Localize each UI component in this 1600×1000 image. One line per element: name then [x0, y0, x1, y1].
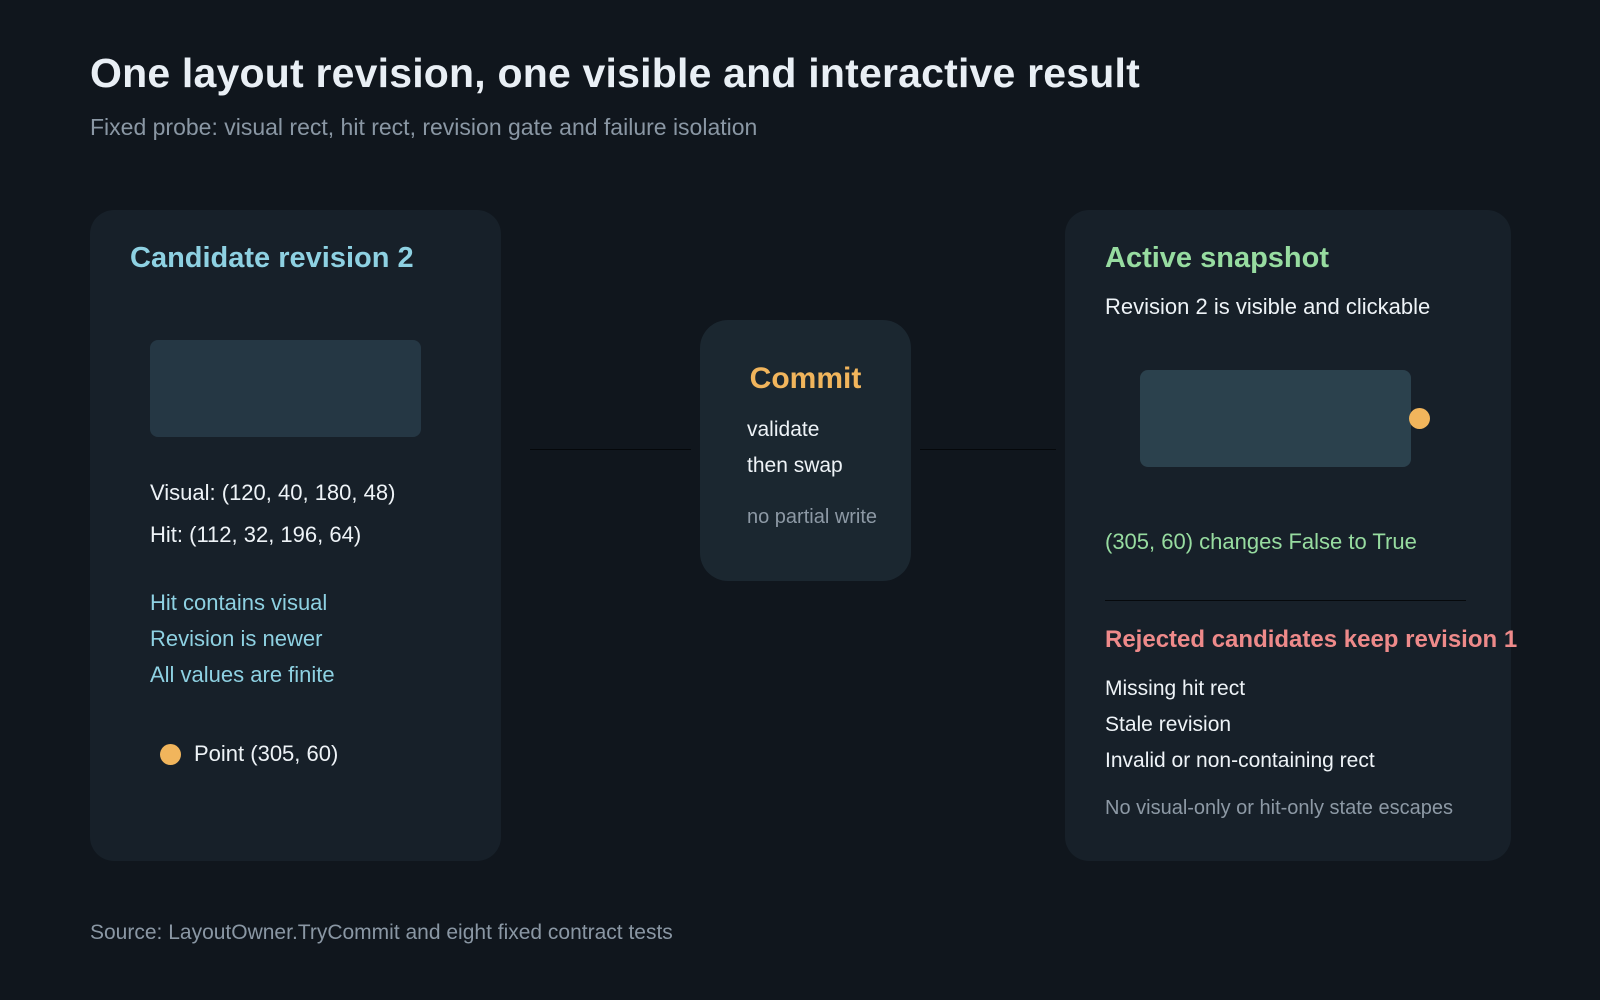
candidate-visual-coords: Visual: (120, 40, 180, 48): [150, 480, 396, 505]
connector-left: [530, 449, 691, 450]
source-footer: Source: LayoutOwner.TryCommit and eight …: [90, 921, 673, 944]
commit-step-validate: validate: [747, 418, 820, 441]
active-change-text: (305, 60) changes False to True: [1105, 529, 1417, 554]
active-visual-rect: [1140, 370, 1411, 467]
candidate-heading: Candidate revision 2: [130, 242, 414, 274]
active-point-marker-icon: [1409, 408, 1430, 429]
point-marker-icon: [160, 744, 181, 765]
rejected-item-stale-revision: Stale revision: [1105, 713, 1232, 736]
rejected-item-invalid-rect: Invalid or non-containing rect: [1105, 749, 1375, 772]
rejected-note: No visual-only or hit-only state escapes: [1105, 797, 1453, 819]
rejected-heading: Rejected candidates keep revision 1: [1105, 626, 1518, 653]
point-label: Point (305, 60): [194, 741, 339, 766]
active-panel: Active snapshot Revision 2 is visible an…: [1065, 210, 1517, 861]
connector-right: [920, 449, 1056, 450]
commit-step-swap: then swap: [747, 454, 843, 477]
commit-heading: Commit: [749, 362, 862, 395]
check-hit-contains-visual: Hit contains visual: [150, 590, 328, 615]
page-subtitle: Fixed probe: visual rect, hit rect, revi…: [90, 114, 758, 140]
active-heading: Active snapshot: [1105, 242, 1329, 274]
commit-note: no partial write: [747, 506, 878, 528]
page-title: One layout revision, one visible and int…: [90, 50, 1140, 96]
candidate-hit-coords: Hit: (112, 32, 196, 64): [150, 522, 362, 547]
check-revision-newer: Revision is newer: [150, 626, 323, 651]
rejected-item-missing-hit: Missing hit rect: [1105, 677, 1246, 700]
candidate-panel: Candidate revision 2 Visual: (120, 40, 1…: [90, 210, 501, 861]
active-status: Revision 2 is visible and clickable: [1105, 294, 1431, 319]
candidate-visual-rect: [150, 340, 421, 437]
commit-box: Commit validate then swap no partial wri…: [700, 320, 911, 581]
check-values-finite: All values are finite: [150, 662, 335, 687]
divider: [1105, 600, 1466, 601]
